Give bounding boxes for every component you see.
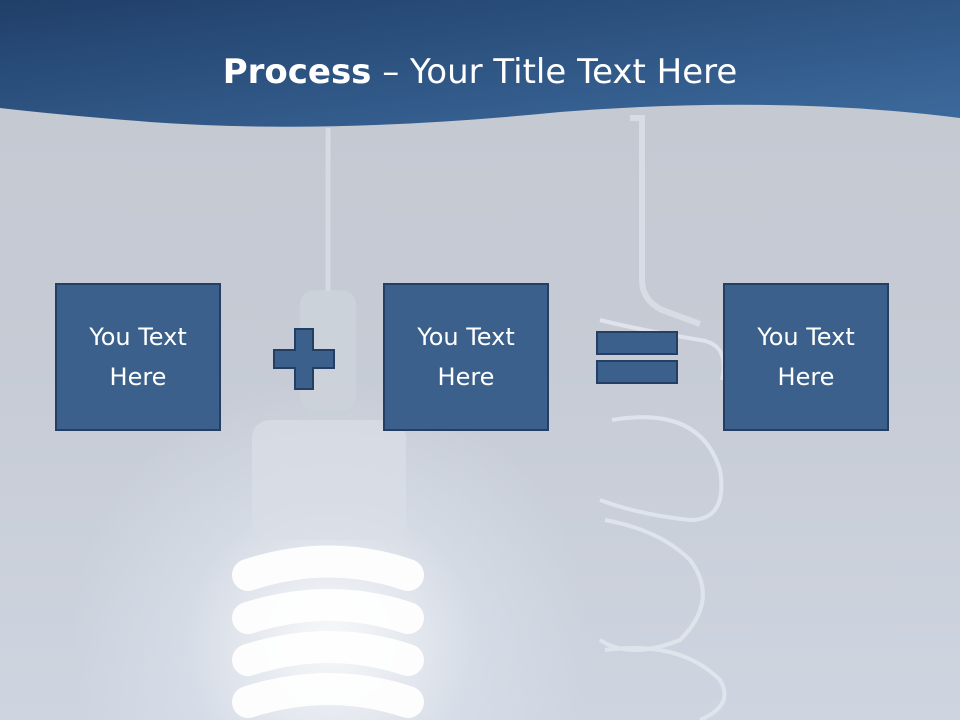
header-band	[0, 0, 960, 127]
idea-lettering	[598, 318, 727, 720]
slide-title: Process – Your Title Text Here	[0, 52, 960, 92]
process-box-3-text: You Text Here	[757, 323, 855, 391]
idea-cord	[630, 115, 702, 327]
bulb-base	[252, 420, 406, 540]
plus-icon	[273, 328, 335, 390]
process-box-1-text: You Text Here	[89, 323, 187, 391]
equals-icon	[596, 331, 678, 384]
process-box-2-text: You Text Here	[417, 323, 515, 391]
title-rest: – Your Title Text Here	[371, 52, 738, 92]
process-box-1[interactable]: You Text Here	[55, 283, 221, 431]
bulb-spiral	[232, 545, 424, 718]
process-box-3[interactable]: You Text Here	[723, 283, 889, 431]
title-bold: Process	[222, 52, 372, 92]
process-box-2[interactable]: You Text Here	[383, 283, 549, 431]
